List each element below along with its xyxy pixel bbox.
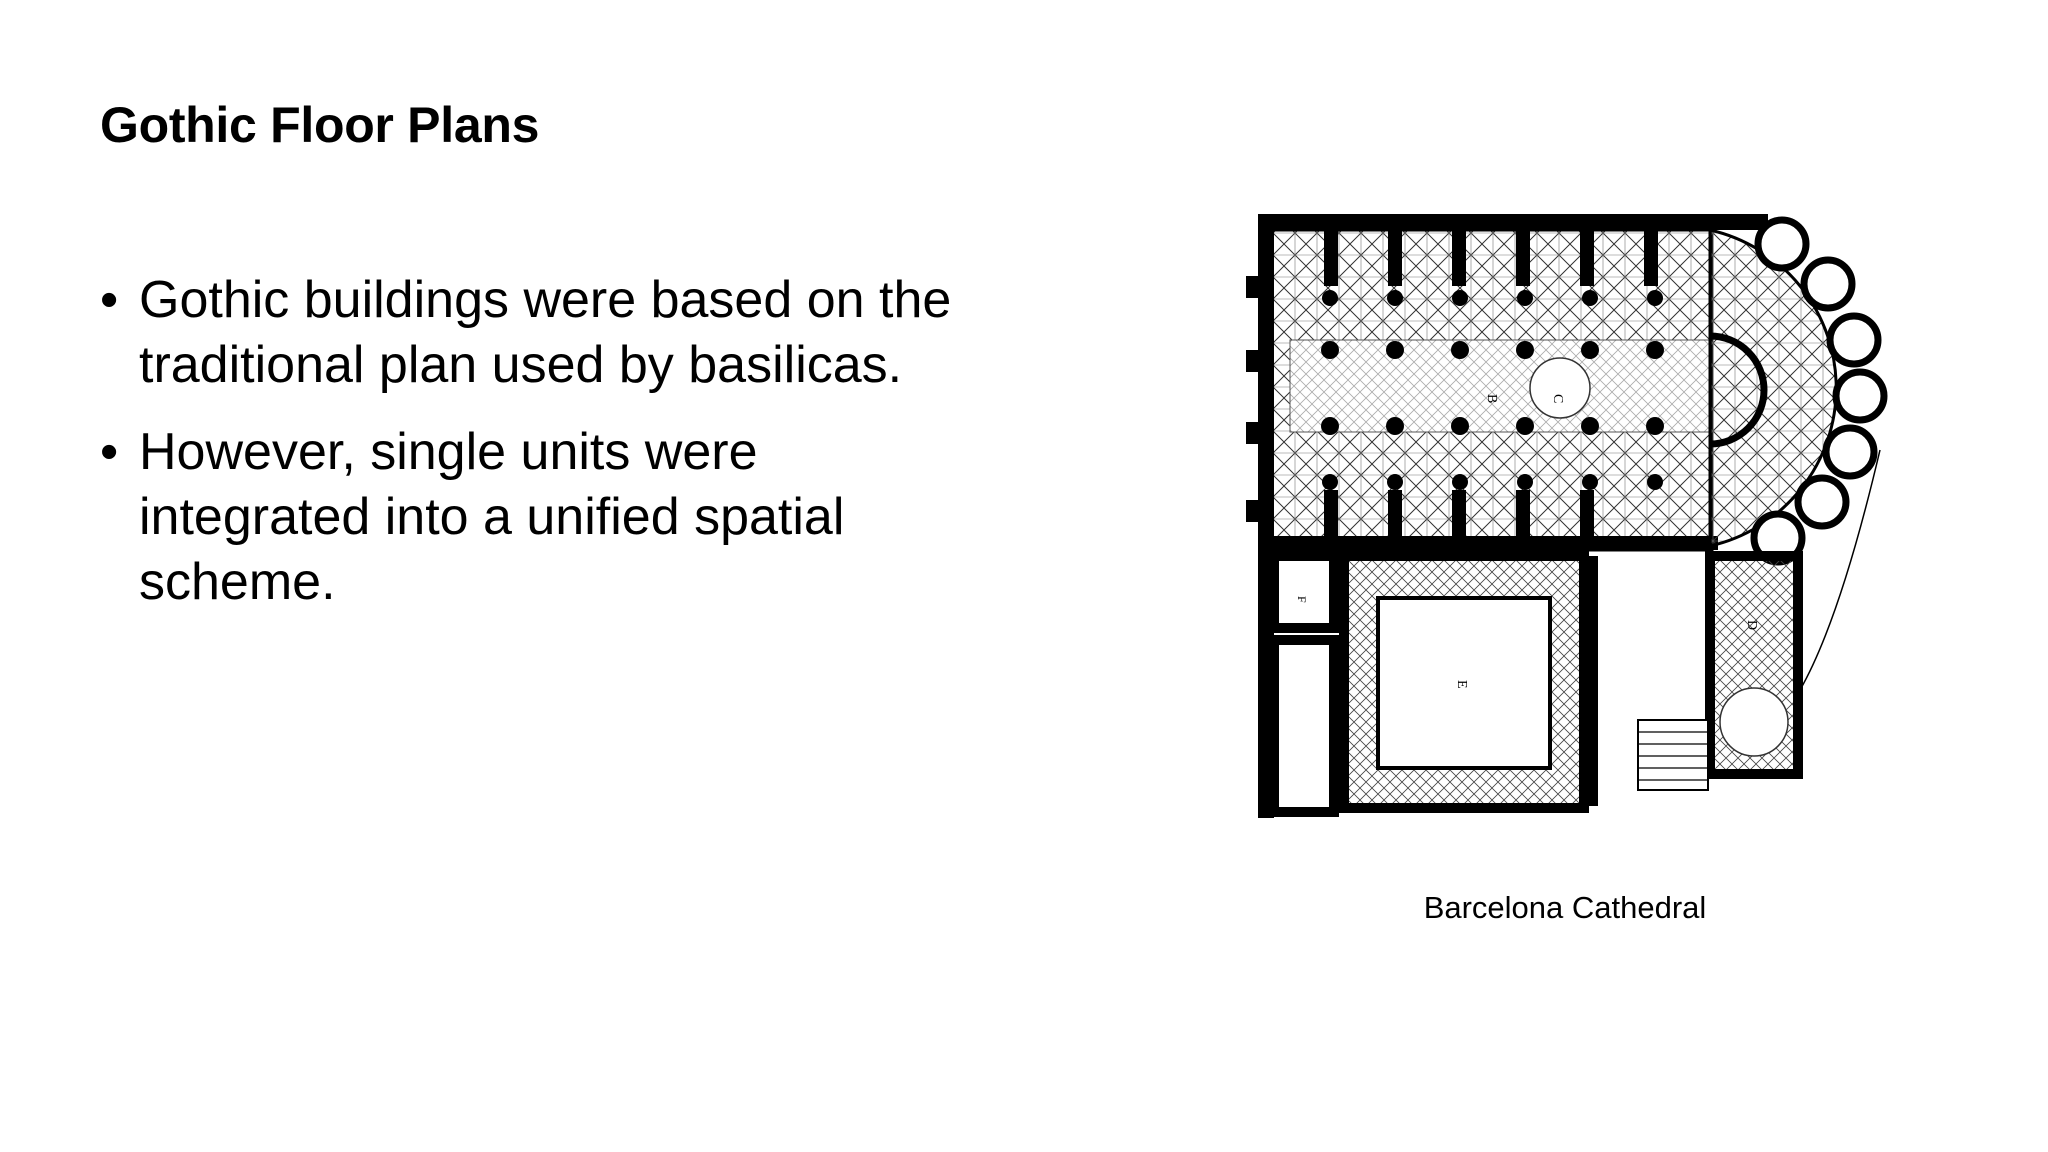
pier bbox=[1386, 341, 1404, 359]
room-south-west bbox=[1269, 635, 1339, 817]
buttress bbox=[1246, 422, 1260, 444]
bullet-item: • Gothic buildings were based on the tra… bbox=[100, 268, 980, 398]
radiating-chapel bbox=[1754, 216, 1810, 272]
bullet-dot: • bbox=[100, 423, 119, 481]
radiating-chapel bbox=[1822, 424, 1878, 480]
figure-caption: Barcelona Cathedral bbox=[1423, 890, 1707, 925]
buttress bbox=[1452, 230, 1466, 286]
buttress bbox=[1324, 490, 1338, 540]
plan-label-e: E bbox=[1454, 680, 1469, 689]
pier bbox=[1646, 341, 1664, 359]
buttress bbox=[1246, 350, 1260, 372]
floor-plan-drawing: B C D E F bbox=[1246, 214, 1888, 818]
pier bbox=[1516, 417, 1534, 435]
pier bbox=[1647, 474, 1663, 490]
pier bbox=[1517, 474, 1533, 490]
radiating-chapel bbox=[1826, 312, 1882, 368]
buttress bbox=[1644, 230, 1658, 286]
buttress bbox=[1452, 490, 1466, 540]
pier bbox=[1322, 290, 1338, 306]
buttress bbox=[1516, 490, 1530, 540]
pier bbox=[1386, 417, 1404, 435]
pier bbox=[1451, 417, 1469, 435]
buttress bbox=[1580, 490, 1594, 540]
plan-label-b: B bbox=[1484, 394, 1499, 403]
bullet-text: Gothic buildings were based on the tradi… bbox=[139, 271, 952, 394]
pier bbox=[1582, 474, 1598, 490]
buttress bbox=[1246, 500, 1260, 522]
chapter-house-vault bbox=[1719, 687, 1789, 757]
pier bbox=[1517, 290, 1533, 306]
bullet-dot: • bbox=[100, 271, 119, 329]
bullet-list: • Gothic buildings were based on the tra… bbox=[100, 268, 980, 637]
pier bbox=[1646, 417, 1664, 435]
radiating-chapel bbox=[1794, 474, 1850, 530]
pier bbox=[1581, 417, 1599, 435]
apse bbox=[1709, 332, 1768, 448]
buttress bbox=[1246, 276, 1260, 298]
pier bbox=[1387, 474, 1403, 490]
cloister-garth bbox=[1376, 596, 1552, 770]
pier bbox=[1516, 341, 1534, 359]
radiating-chapel bbox=[1832, 368, 1888, 424]
plan-label-c: C bbox=[1550, 394, 1565, 403]
pier bbox=[1452, 474, 1468, 490]
south-aisle-wall bbox=[1258, 536, 1718, 550]
buttress bbox=[1324, 230, 1338, 286]
room-f bbox=[1269, 551, 1339, 633]
pier bbox=[1647, 290, 1663, 306]
pier bbox=[1387, 290, 1403, 306]
buttress bbox=[1388, 490, 1402, 540]
pier bbox=[1582, 290, 1598, 306]
north-wall bbox=[1258, 214, 1768, 230]
plan-label-d: D bbox=[1744, 620, 1759, 630]
bullet-text: However, single units were integrated in… bbox=[139, 423, 845, 611]
bullet-item: • However, single units were integrated … bbox=[100, 420, 980, 615]
passage-wall bbox=[1584, 556, 1598, 806]
buttress bbox=[1516, 230, 1530, 286]
plan-label-f: F bbox=[1295, 596, 1309, 603]
crossing-vault bbox=[1529, 357, 1591, 419]
slide-title: Gothic Floor Plans bbox=[100, 97, 540, 153]
radiating-chapel bbox=[1800, 256, 1856, 312]
pier bbox=[1321, 341, 1339, 359]
outer-boundary bbox=[1799, 449, 1881, 691]
buttress bbox=[1580, 230, 1594, 286]
nave-center-hatch bbox=[1290, 340, 1710, 432]
pier bbox=[1321, 417, 1339, 435]
buttress bbox=[1388, 230, 1402, 286]
pier bbox=[1451, 341, 1469, 359]
floor-plan-image: B C D E F bbox=[1240, 200, 1960, 830]
pier bbox=[1322, 474, 1338, 490]
pier bbox=[1581, 341, 1599, 359]
pier bbox=[1452, 290, 1468, 306]
